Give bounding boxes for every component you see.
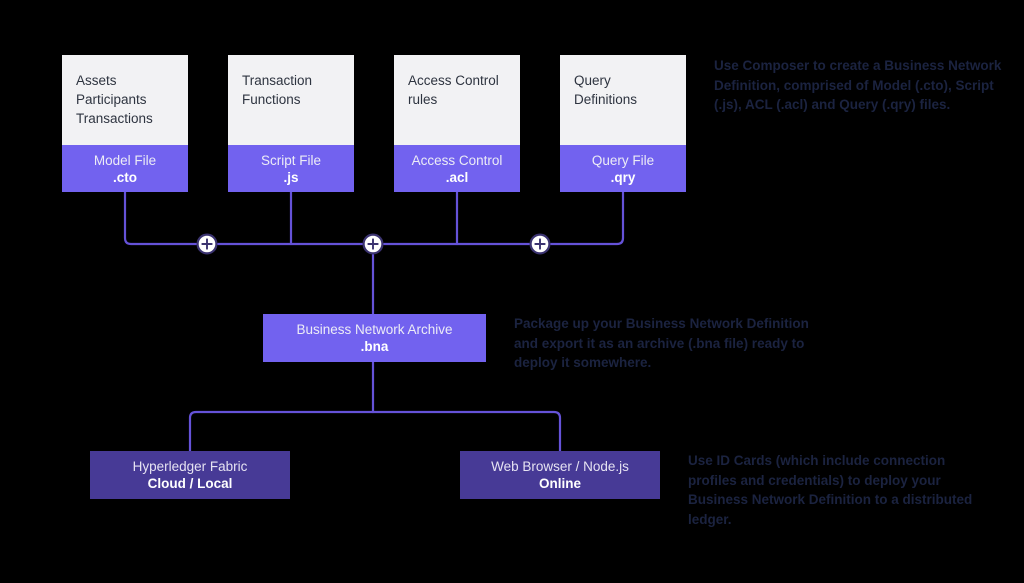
archive-title: Business Network Archive <box>296 322 453 337</box>
file-card-description: Assets Participants Transactions <box>76 73 153 126</box>
wire-model-to-bus <box>123 190 198 246</box>
file-card-band-name: Script File <box>260 152 321 168</box>
plus-icon <box>196 233 218 255</box>
annotation-archive: Package up your Business Network Definit… <box>514 316 809 370</box>
deployment-title: Web Browser / Node.js <box>491 459 629 474</box>
file-card-model[interactable]: Assets Participants Transactions Model F… <box>62 55 188 192</box>
archive-extension: .bna <box>360 339 389 354</box>
wire-query-to-bus <box>549 190 625 246</box>
wire-split-right <box>371 410 562 453</box>
plus-icon <box>362 233 384 255</box>
file-card-description: Transaction Functions <box>242 73 313 107</box>
deployment-subtitle: Online <box>538 476 581 491</box>
file-card-band-ext: .js <box>283 169 299 185</box>
file-card-band: Query File .qry <box>560 145 686 192</box>
business-network-archive-box[interactable]: Business Network Archive .bna <box>263 314 486 362</box>
annotation-composer: Use Composer to create a Business Networ… <box>714 58 1002 112</box>
file-card-access-control[interactable]: Access Control rules Access Control .acl <box>394 55 520 192</box>
deployment-title: Hyperledger Fabric <box>132 459 248 474</box>
file-card-description: Query Definitions <box>574 73 638 107</box>
deployment-target-fabric[interactable]: Hyperledger Fabric Cloud / Local <box>90 451 290 499</box>
file-card-band: Model File .cto <box>62 145 188 192</box>
plus-icon <box>529 233 551 255</box>
deployment-subtitle: Cloud / Local <box>147 476 233 491</box>
file-card-band-name: Access Control <box>411 152 503 168</box>
wire-split-left <box>188 410 375 453</box>
file-card-query[interactable]: Query Definitions Query File .qry <box>560 55 686 192</box>
file-card-band-name: Query File <box>591 152 655 168</box>
file-card-band: Access Control .acl <box>394 145 520 192</box>
file-card-band-ext: .cto <box>112 169 137 185</box>
deployment-target-browser[interactable]: Web Browser / Node.js Online <box>460 451 660 499</box>
file-card-description: Access Control rules <box>408 73 499 107</box>
file-card-script[interactable]: Transaction Functions Script File .js <box>228 55 354 192</box>
annotation-id-cards: Use ID Cards (which include connection p… <box>688 453 973 527</box>
file-card-band-name: Model File <box>93 152 157 168</box>
file-card-band: Script File .js <box>228 145 354 192</box>
file-card-band-ext: .acl <box>445 169 469 185</box>
file-card-band-ext: .qry <box>610 169 636 185</box>
